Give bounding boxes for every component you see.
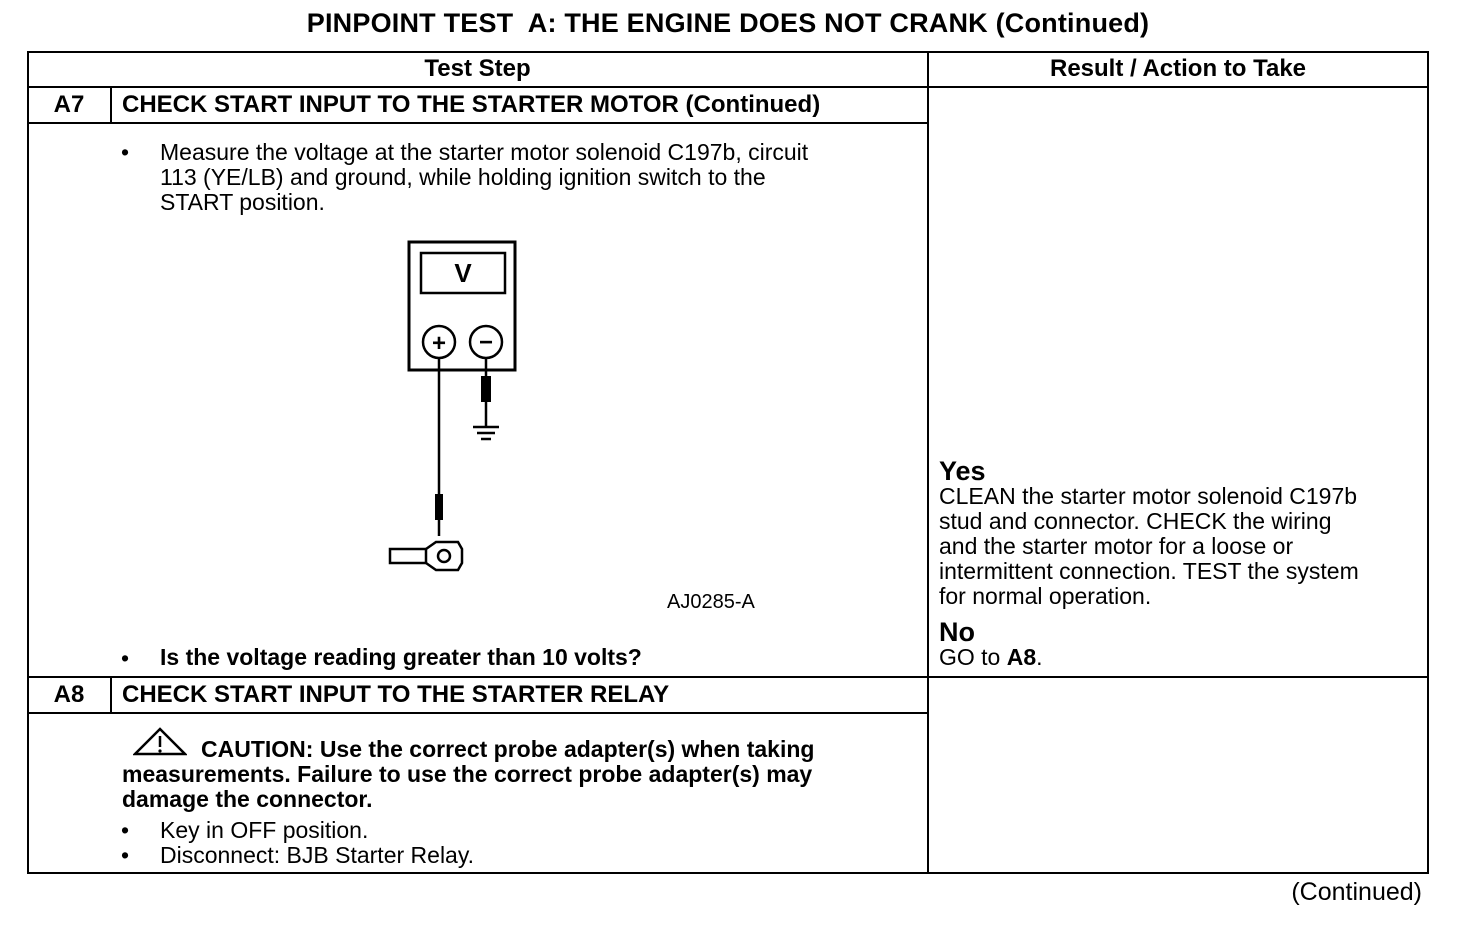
bullet-icon: • [121,645,130,671]
header-rule [27,86,1429,88]
a7-bottom-rule [27,676,1429,678]
figure-id-label: AJ0285-A [667,591,755,613]
column-divider [927,51,929,874]
a8-step2-text: Disconnect: BJB Starter Relay. [160,842,475,868]
header-result-action: Result / Action to Take [1049,55,1307,82]
no-action-target: A8 [1006,644,1037,670]
page-title: PINPOINT TEST A: THE ENGINE DOES NOT CRA… [306,8,1150,38]
caution-text-line2: measurements. Failure to use the correct… [122,761,813,787]
bullet-icon: • [121,139,130,165]
yes-action-text: CLEAN the starter motor solenoid C197b s… [939,483,1359,609]
a7-id-divider [110,86,112,123]
plus-terminal-label: + [432,330,446,357]
a7-question: Is the voltage reading greater than 10 v… [160,644,642,670]
bullet-icon: • [121,842,130,868]
bullet-icon: • [121,817,130,843]
voltmeter-diagram: V + − [388,240,517,572]
meter-label-v: V [454,258,472,288]
step-heading-a7: CHECK START INPUT TO THE STARTER MOTOR (… [122,91,821,118]
pinpoint-test-table [27,51,1429,874]
caution-text-line1: CAUTION: Use the correct probe adapter(s… [201,736,815,762]
a8-heading-rule [27,712,928,714]
no-label: No [939,617,975,647]
yes-label: Yes [939,456,986,486]
a7-heading-rule [27,122,928,124]
continued-footer: (Continued) [1291,878,1422,906]
step-heading-a8: CHECK START INPUT TO THE STARTER RELAY [122,681,670,708]
a8-id-divider [110,676,112,713]
step-id-a7: A7 [53,91,85,118]
no-action-text: GO to A8. [939,644,1043,670]
step-id-a8: A8 [53,681,85,708]
minus-terminal-label: − [479,329,493,356]
warning-triangle-icon [133,727,187,756]
caution-text-line3: damage the connector. [122,786,373,812]
header-test-step: Test Step [424,55,531,82]
a8-step1-text: Key in OFF position. [160,817,369,843]
a7-step-text: Measure the voltage at the starter motor… [160,139,809,215]
